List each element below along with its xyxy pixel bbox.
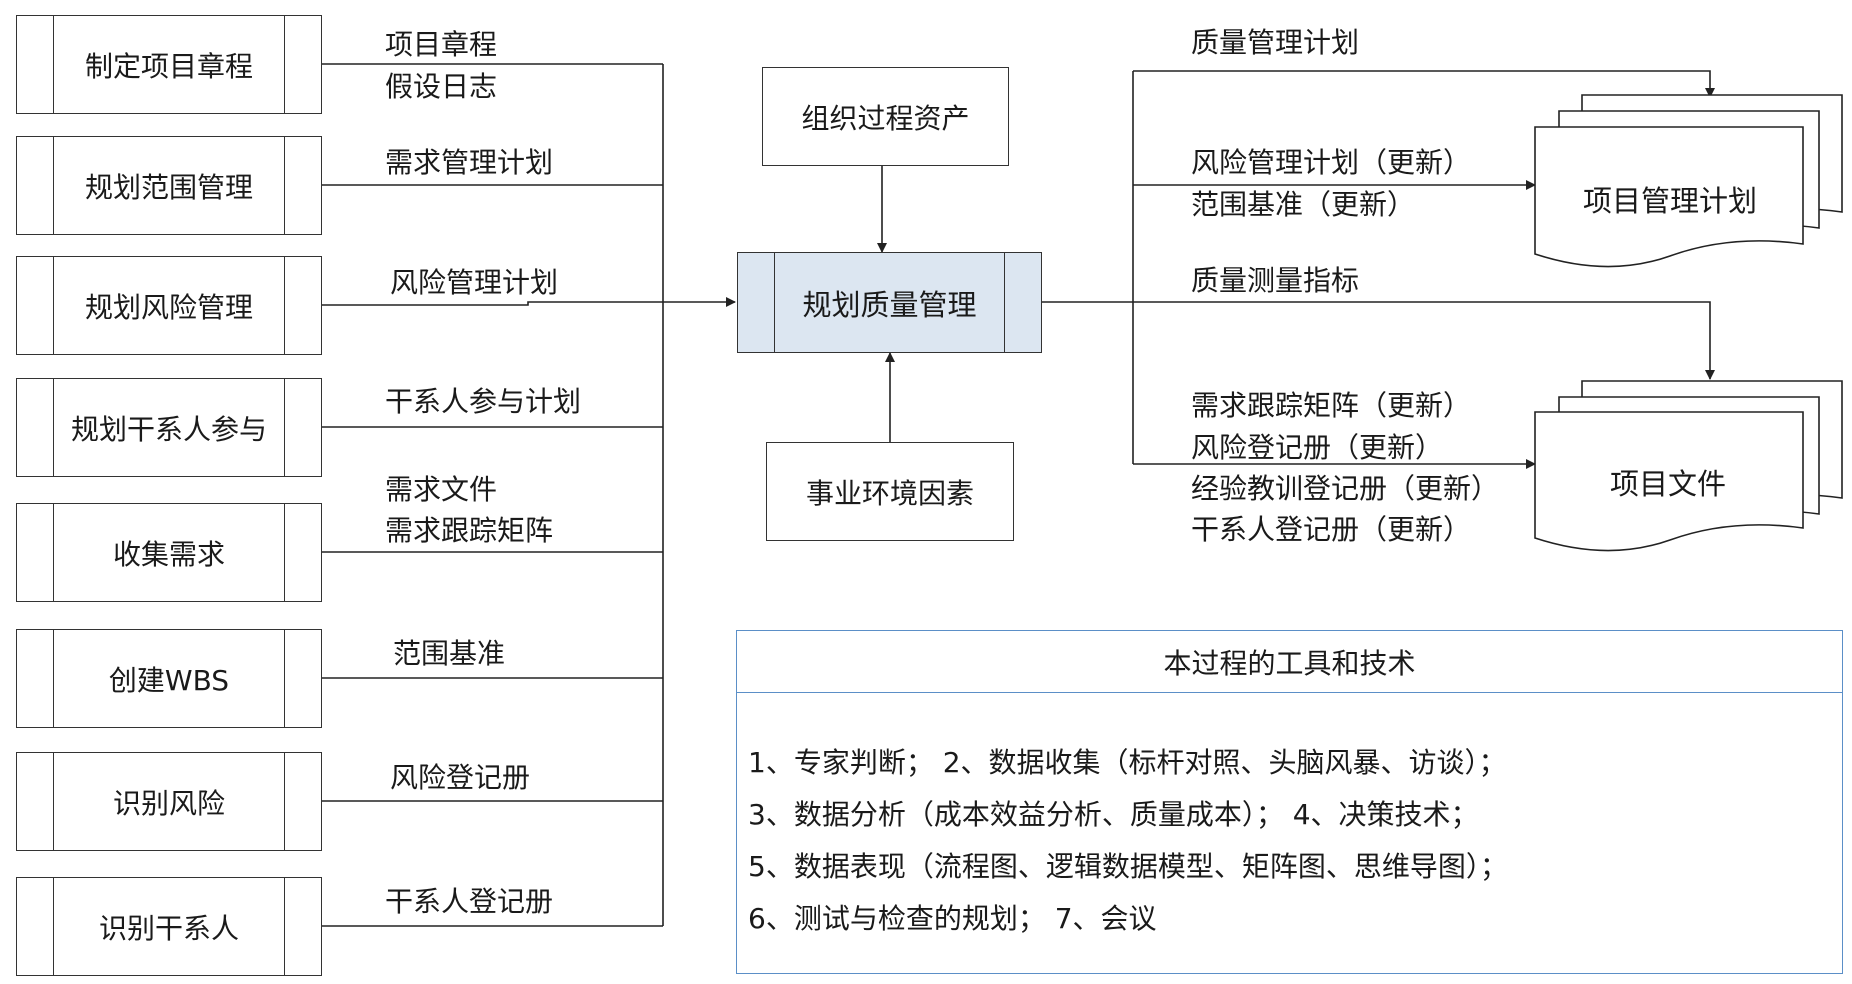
- tools-and-techniques-panel: 本过程的工具和技术 1、专家判断； 2、数据收集（标杆对照、头脑风暴、访谈）； …: [736, 630, 1843, 974]
- project-management-plan-label: 项目管理计划: [1583, 184, 1758, 218]
- input-process-identify-stakeholders: 识别干系人: [16, 877, 322, 976]
- input-process-collect-requirements: 收集需求: [16, 503, 322, 602]
- project-files-label: 项目文件: [1610, 467, 1727, 501]
- input-label: 风险登记册: [390, 761, 531, 794]
- process-label: 识别风险: [112, 786, 225, 820]
- output-label: 质量测量指标: [1191, 264, 1360, 297]
- input-process-create-wbs: 创建WBS: [16, 629, 322, 728]
- output-label: 干系人登记册（更新）: [1191, 513, 1472, 546]
- input-process-project-charter: 制定项目章程: [16, 15, 322, 114]
- files-arrow-1: [1133, 301, 1715, 380]
- output-label: 风险管理计划（更新）: [1191, 146, 1472, 179]
- plan-quality-management-process: 规划质量管理: [737, 252, 1042, 353]
- output-label: 需求跟踪矩阵（更新）: [1191, 389, 1472, 422]
- input-label: 假设日志: [385, 70, 498, 103]
- plan-arrow-1: [1133, 70, 1715, 98]
- project-files-document: [1534, 380, 1843, 552]
- tools-line: 3、数据分析（成本效益分析、质量成本）； 4、决策技术；: [748, 798, 1479, 831]
- tools-line: 6、测试与检查的规划； 7、会议: [748, 902, 1157, 935]
- process-label: 规划质量管理: [802, 287, 977, 322]
- box-label: 组织过程资产: [801, 101, 970, 135]
- tools-title: 本过程的工具和技术: [737, 631, 1842, 693]
- input-line-3: [322, 301, 663, 306]
- output-label: 经验教训登记册（更新）: [1191, 472, 1500, 505]
- process-label: 创建WBS: [108, 663, 230, 697]
- doc-sheet-front: [1534, 411, 1804, 552]
- process-label: 收集需求: [112, 537, 225, 571]
- input-label: 风险管理计划: [390, 266, 559, 299]
- tools-line: 1、专家判断； 2、数据收集（标杆对照、头脑风暴、访谈）；: [748, 746, 1507, 779]
- input-label: 需求文件: [385, 473, 498, 506]
- tools-line: 5、数据表现（流程图、逻辑数据模型、矩阵图、思维导图）；: [748, 850, 1508, 883]
- input-label: 干系人参与计划: [385, 385, 582, 418]
- input-label: 干系人登记册: [385, 885, 554, 918]
- input-label: 需求跟踪矩阵: [385, 514, 554, 547]
- input-process-plan-risk: 规划风险管理: [16, 256, 322, 355]
- process-label: 规划干系人参与: [70, 412, 267, 446]
- box-label: 事业环境因素: [805, 476, 974, 510]
- input-label: 需求管理计划: [385, 146, 554, 179]
- process-label: 制定项目章程: [84, 49, 253, 83]
- input-label: 项目章程: [385, 28, 498, 61]
- process-label: 识别干系人: [98, 911, 239, 945]
- input-process-plan-stakeholder: 规划干系人参与: [16, 378, 322, 477]
- output-label: 风险登记册（更新）: [1191, 431, 1444, 464]
- process-label: 规划风险管理: [84, 290, 253, 324]
- input-label: 范围基准: [393, 637, 506, 670]
- project-plan-document: [1534, 94, 1843, 268]
- doc-sheet-front: [1534, 126, 1804, 268]
- enterprise-environmental-factors-box: 事业环境因素: [766, 442, 1014, 541]
- process-label: 规划范围管理: [84, 170, 253, 204]
- output-label: 质量管理计划: [1191, 26, 1360, 59]
- organizational-process-assets-box: 组织过程资产: [762, 67, 1009, 166]
- tools-list: 1、专家判断； 2、数据收集（标杆对照、头脑风暴、访谈）； 3、数据分析（成本效…: [737, 693, 1842, 945]
- output-label: 范围基准（更新）: [1191, 188, 1416, 221]
- input-process-identify-risks: 识别风险: [16, 752, 322, 851]
- input-process-plan-scope: 规划范围管理: [16, 136, 322, 235]
